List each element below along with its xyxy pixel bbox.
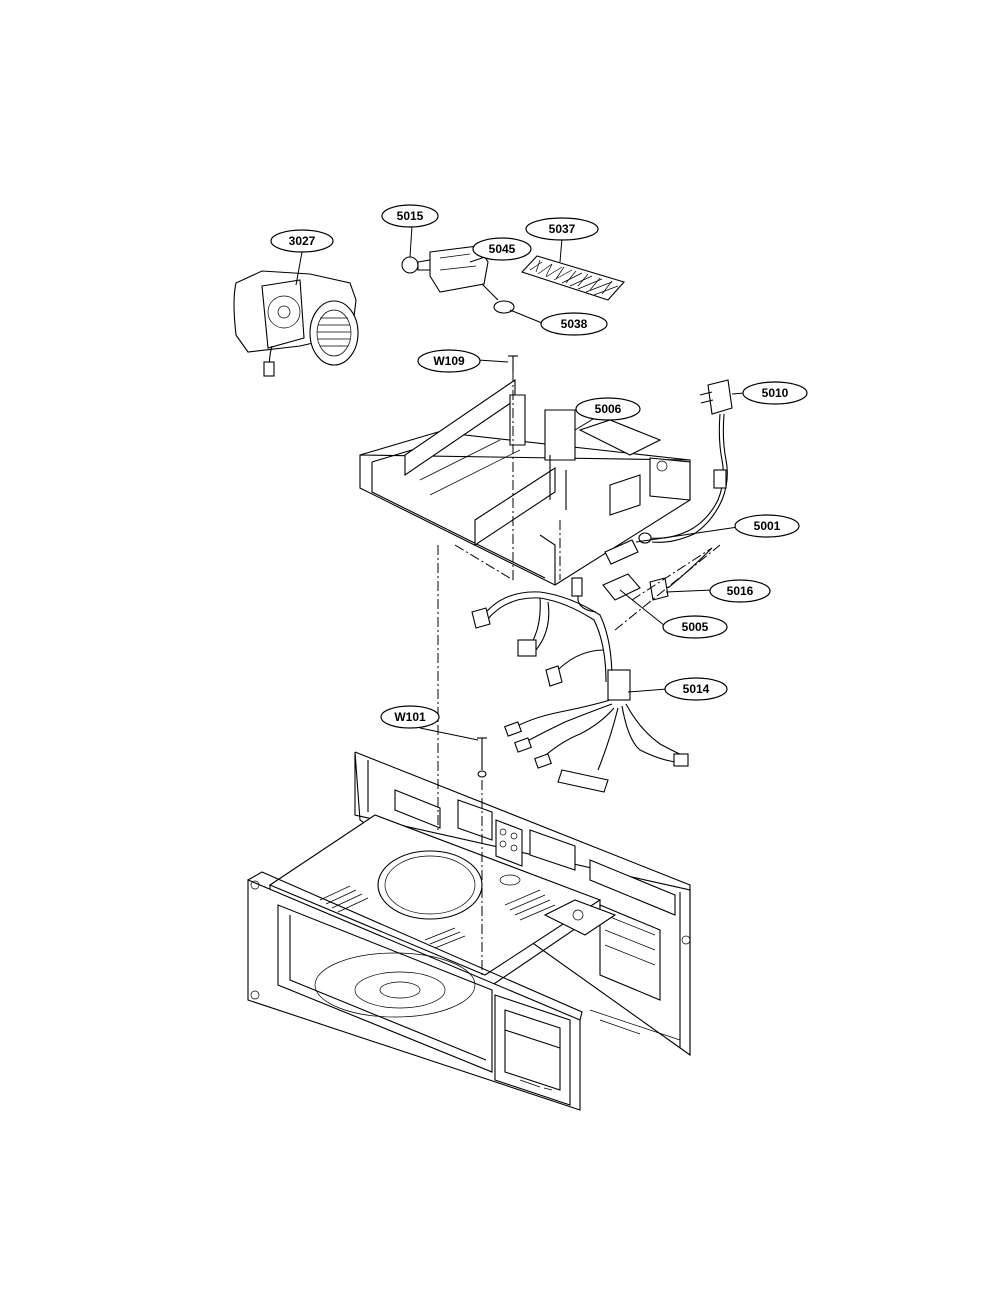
label-5037: 5037 — [549, 222, 576, 236]
callout-5015: 5015 — [381, 204, 439, 228]
label-5010: 5010 — [762, 386, 789, 400]
callout-5014: 5014 — [664, 677, 728, 701]
wire-harness — [471, 577, 689, 793]
blower-motor-assembly — [233, 270, 359, 377]
callout-5001: 5001 — [734, 514, 800, 538]
label-5038: 5038 — [561, 317, 588, 331]
callout-5016: 5016 — [709, 579, 771, 603]
callout-5006: 5006 — [575, 397, 641, 421]
callout-5045: 5045 — [472, 237, 532, 261]
label-5045: 5045 — [489, 242, 516, 256]
callout-5010: 5010 — [742, 381, 808, 405]
grease-filter — [521, 255, 625, 301]
callout-5038: 5038 — [540, 312, 608, 336]
label-5005: 5005 — [682, 620, 709, 634]
label-5016: 5016 — [727, 584, 754, 598]
fuse-and-thermal-parts — [602, 539, 713, 601]
label-w101: W101 — [394, 710, 426, 724]
label-5014: 5014 — [683, 682, 710, 696]
label-w109: W109 — [433, 354, 465, 368]
screw-w109 — [508, 355, 518, 372]
power-cord — [638, 379, 733, 544]
label-5006: 5006 — [595, 402, 622, 416]
label-3027: 3027 — [289, 234, 316, 248]
callout-w109: W109 — [417, 349, 481, 373]
screw-w101 — [477, 737, 487, 778]
assembly-lines — [437, 372, 721, 975]
callout-w101: W101 — [380, 705, 440, 729]
base-plate-assembly — [359, 378, 691, 586]
leader-lines — [295, 225, 746, 741]
callout-5005: 5005 — [662, 615, 728, 639]
label-5001: 5001 — [754, 519, 781, 533]
oven-cavity-assembly — [247, 751, 691, 1111]
callout-3027: 3027 — [270, 229, 334, 253]
callout-5037: 5037 — [525, 217, 599, 241]
label-5015: 5015 — [397, 209, 424, 223]
lamp-and-socket — [401, 245, 515, 314]
